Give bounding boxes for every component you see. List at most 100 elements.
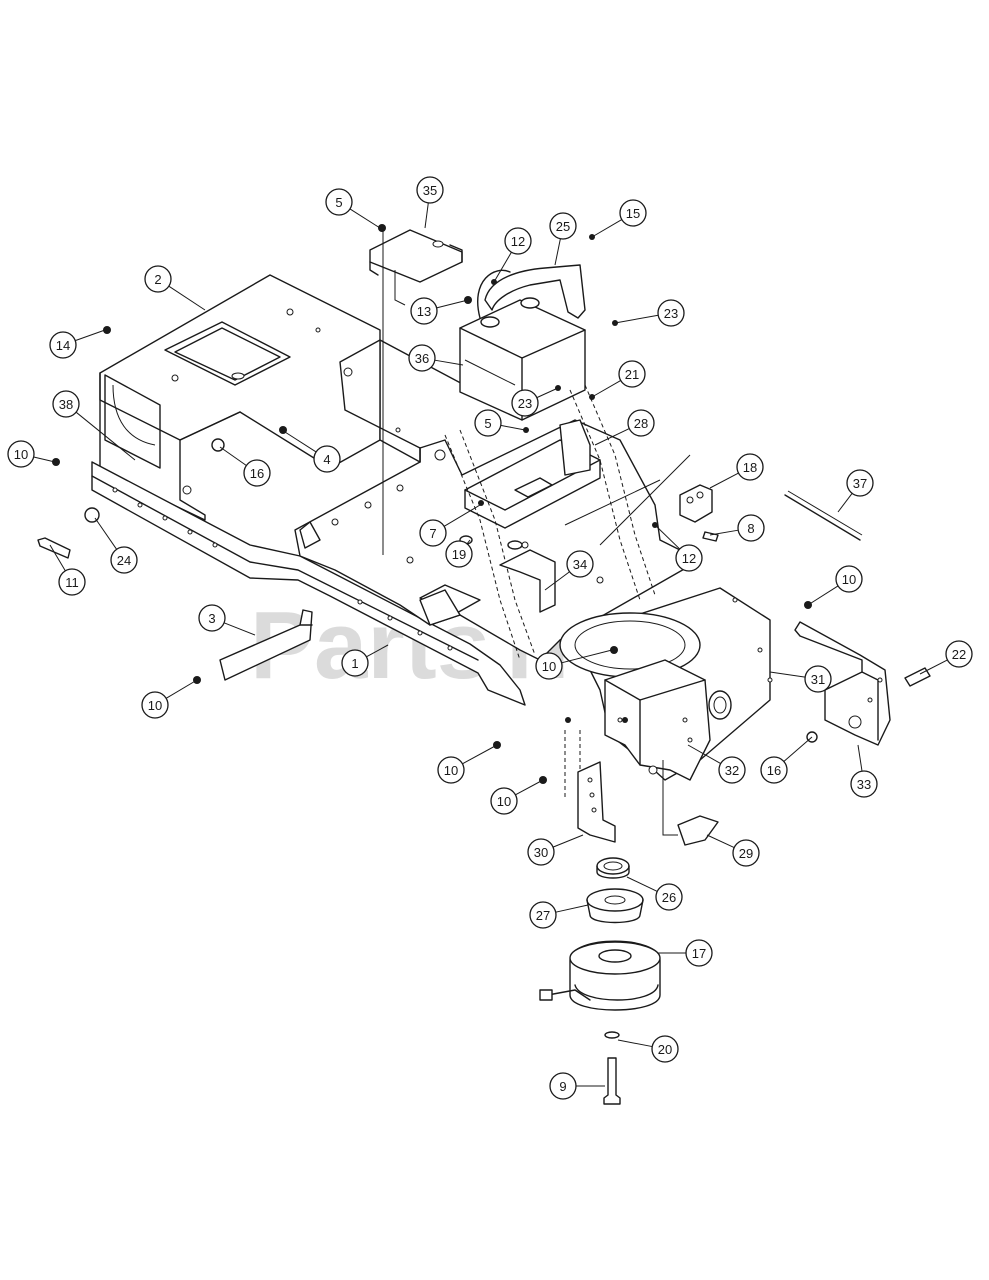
callout-leader	[783, 736, 813, 762]
callout-circle	[718, 756, 746, 784]
callout-number: 16	[767, 763, 781, 778]
callout-leader	[857, 744, 863, 772]
callout-22: 22	[919, 640, 973, 675]
callout-circle	[760, 756, 788, 784]
callout-leader	[552, 834, 584, 848]
callout-leader	[591, 219, 623, 238]
callout-number: 21	[625, 367, 639, 382]
callout-leader	[544, 571, 570, 591]
callout-4: 4	[284, 431, 341, 473]
callout-number: 33	[857, 777, 871, 792]
callout-circle	[685, 939, 713, 967]
callout-leader	[434, 359, 464, 366]
right-side-bracket	[794, 621, 891, 746]
callout-circle	[619, 199, 647, 227]
callout-circle	[655, 883, 683, 911]
callout-number: 30	[534, 845, 548, 860]
front-mount-bracket	[604, 659, 711, 781]
rod	[784, 494, 861, 541]
callout-circle	[144, 265, 172, 293]
callout-leader	[462, 744, 498, 765]
callout-circle	[490, 787, 518, 815]
callout-2: 2	[144, 265, 206, 311]
callout-1: 1	[341, 644, 389, 677]
callout-number: 12	[511, 234, 525, 249]
callout-15: 15	[591, 199, 647, 238]
callout-number: 11	[65, 575, 79, 590]
callout-number: 35	[423, 183, 437, 198]
callout-7: 7	[419, 504, 481, 547]
callout-circle	[419, 519, 447, 547]
callout-leader	[349, 208, 381, 229]
callout-circle	[549, 212, 577, 240]
callout-number: 2	[154, 272, 161, 287]
battery-strap	[484, 264, 586, 319]
callout-leader	[75, 329, 106, 342]
callout-number: 25	[556, 219, 570, 234]
callout-8: 8	[709, 514, 765, 542]
callout-number: 10	[14, 447, 28, 462]
small-bracket	[677, 815, 719, 846]
callout-number: 5	[335, 195, 342, 210]
callout-number: 28	[634, 416, 648, 431]
callout-27: 27	[529, 901, 589, 929]
callout-number: 36	[415, 351, 429, 366]
bearing	[596, 857, 630, 875]
callout-14: 14	[49, 329, 106, 359]
battery-cover-bracket	[369, 229, 463, 283]
callout-circle	[566, 550, 594, 578]
callout-number: 19	[452, 547, 466, 562]
callout-leader	[500, 424, 526, 431]
callout-10: 10	[7, 440, 56, 468]
callout-number: 34	[573, 557, 587, 572]
callout-34: 34	[544, 550, 594, 591]
callout-leader	[837, 493, 853, 513]
callout-10: 10	[807, 565, 863, 606]
callout-number: 12	[682, 551, 696, 566]
callout-leader	[168, 285, 206, 311]
callout-circle	[341, 649, 369, 677]
callout-number: 37	[853, 476, 867, 491]
callout-circle	[846, 469, 874, 497]
callout-leader	[654, 524, 681, 550]
callout-circle	[529, 901, 557, 929]
callout-leader	[75, 411, 136, 461]
callout-31: 31	[769, 665, 832, 693]
callout-30: 30	[527, 834, 584, 866]
callout-number: 26	[662, 890, 676, 905]
callout-leader	[554, 238, 561, 266]
callout-circle	[110, 546, 138, 574]
callout-number: 17	[692, 946, 706, 961]
callout-circle	[737, 514, 765, 542]
callout-leader	[687, 744, 721, 765]
callout-leader	[555, 904, 589, 913]
callout-leader	[709, 529, 739, 536]
callout-number: 13	[417, 304, 431, 319]
callout-leader	[493, 251, 512, 283]
left-frame-rail	[91, 461, 526, 706]
callout-leader	[709, 472, 739, 489]
callout-18: 18	[709, 453, 764, 489]
callout-number: 15	[626, 206, 640, 221]
callout-number: 10	[444, 763, 458, 778]
callout-21: 21	[591, 360, 646, 398]
callout-9: 9	[549, 1072, 605, 1100]
callout-circle	[408, 344, 436, 372]
callout-circle	[675, 544, 703, 572]
callout-leader	[919, 659, 948, 675]
callout-leader	[706, 834, 735, 849]
bolt	[603, 1057, 621, 1105]
callout-number: 18	[743, 460, 757, 475]
callout-leader	[223, 622, 256, 636]
callout-number: 24	[117, 553, 131, 568]
callout-25: 25	[549, 212, 577, 266]
callout-5: 5	[474, 409, 526, 437]
callout-number: 14	[56, 338, 70, 353]
callout-23: 23	[614, 299, 685, 327]
callout-35: 35	[416, 176, 444, 229]
callout-number: 10	[542, 659, 556, 674]
callout-number: 5	[484, 416, 491, 431]
rear-cover-plate	[99, 274, 381, 521]
callout-number: 16	[250, 466, 264, 481]
